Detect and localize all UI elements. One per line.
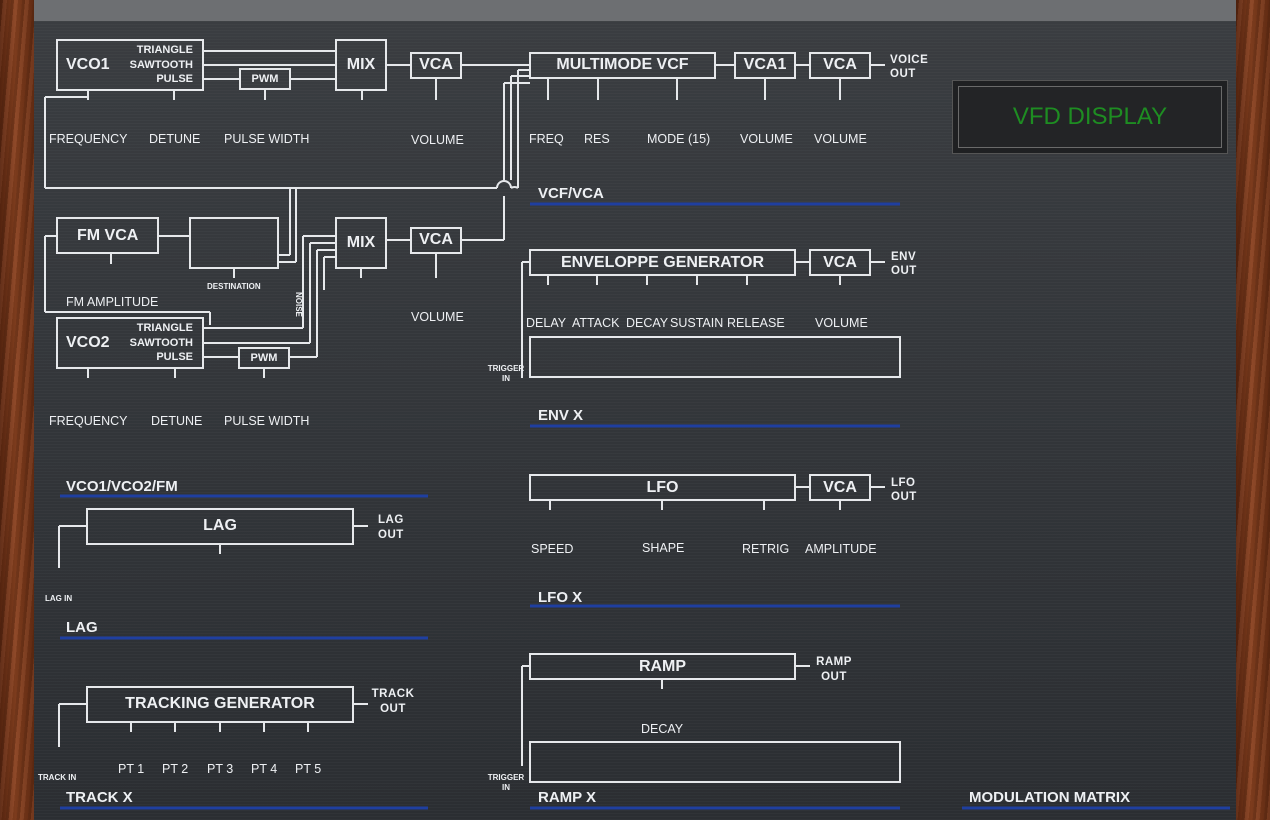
lfo-out-label: LFO OUT [891, 477, 917, 503]
vca-top-volume-label: VOLUME [411, 133, 464, 147]
vco1-detune-label: DETUNE [149, 132, 201, 146]
vco2-detune-label: DETUNE [151, 414, 203, 428]
lag-out-label: LAG OUT [378, 514, 404, 541]
vco2-pulse-label: PULSE [156, 351, 193, 363]
lfo-retrig-label: RETRIG [742, 542, 790, 556]
vca1-label: VCA1 [743, 56, 787, 73]
lfo-vca-label: VCA [823, 479, 857, 496]
vco1-frequency-label: FREQUENCY [49, 132, 128, 146]
top-bar [34, 0, 1236, 21]
fm-amplitude-label: FM AMPLITUDE [66, 295, 159, 309]
vco1-label: VCO1 [66, 56, 110, 73]
track-pt4-label: PT 4 [251, 762, 278, 776]
env-sustain-label: SUSTAIN [670, 316, 724, 330]
ramp-out-label: RAMP OUT [816, 656, 852, 683]
lfo-speed-label: SPEED [531, 542, 574, 556]
lfo-section-title: LFO X [538, 589, 583, 606]
env-trigger-label: TRIGGER IN [487, 364, 525, 383]
track-in-label: TRACK IN [38, 773, 77, 782]
vcf-label: MULTIMODE VCF [556, 56, 689, 73]
env-release-label: RELEASE [727, 316, 785, 330]
track-section-title: TRACK X [66, 789, 133, 806]
ramp-decay-label: DECAY [641, 722, 684, 736]
ramp-label: RAMP [638, 658, 687, 675]
lfo-shape-label: SHAPE [642, 541, 685, 555]
fm-vca-label: FM VCA [77, 227, 139, 244]
env-section-title: ENV X [538, 407, 584, 424]
noise-label: NOISE [294, 292, 303, 317]
lfo-amplitude-label: AMPLITUDE [805, 542, 877, 556]
vcf-mode-label: MODE (15) [647, 132, 711, 146]
lag-label: LAG [203, 517, 237, 534]
pwm2-label: PWM [250, 352, 278, 364]
voice-out-label: VOICE OUT [890, 54, 929, 80]
vca-top-label: VCA [419, 56, 453, 73]
ramp-display-box [529, 741, 901, 783]
vca-out-volume-label: VOLUME [814, 132, 867, 146]
vco-section-title: VCO1/VCO2/FM [66, 478, 178, 495]
vco1-pulse-label: PULSE [156, 73, 193, 85]
env-out-label: ENV OUT [891, 251, 917, 277]
vco2-frequency-label: FREQUENCY [49, 414, 128, 428]
wood-side-left [0, 0, 34, 820]
env-attack-label: ATTACK [572, 316, 620, 330]
track-pt2-label: PT 2 [162, 762, 189, 776]
vco2-sawtooth-label: SAWTOOTH [129, 337, 193, 349]
vca-out-label: VCA [823, 56, 857, 73]
vca-bottom-label: VCA [419, 231, 453, 248]
vca1-volume-label: VOLUME [740, 132, 793, 146]
env-volume-label: VOLUME [815, 316, 868, 330]
env-delay-label: DELAY [526, 316, 567, 330]
track-pt5-label: PT 5 [295, 762, 322, 776]
destination-label: DESTINATION [207, 282, 261, 291]
vcf-section-title: VCF/VCA [538, 185, 604, 202]
mix-top-label: MIX [346, 56, 376, 73]
vco1-sawtooth-label: SAWTOOTH [129, 59, 193, 71]
track-label: TRACKING GENERATOR [125, 695, 315, 712]
track-pt3-label: PT 3 [207, 762, 234, 776]
env-label: ENVELOPPE GENERATOR [561, 254, 764, 271]
wood-side-right [1236, 0, 1270, 820]
vcf-res-label: RES [584, 132, 610, 146]
lag-in-label: LAG IN [45, 594, 73, 603]
vco2-pulse-width-label: PULSE WIDTH [224, 414, 310, 428]
vco1-pulse-width-label: PULSE WIDTH [224, 132, 310, 146]
lfo-label: LFO [646, 479, 679, 496]
matrix-section-title: MODULATION MATRIX [969, 789, 1131, 806]
vca-bottom-volume-label: VOLUME [411, 310, 464, 324]
pwm1-label: PWM [251, 73, 279, 85]
vco2-triangle-label: TRIANGLE [136, 322, 193, 334]
ramp-section-title: RAMP X [538, 789, 597, 806]
env-vca-label: VCA [823, 254, 857, 271]
mix-bottom-label: MIX [346, 234, 376, 251]
env-display-box [529, 336, 901, 378]
vcf-freq-label: FREQ [529, 132, 564, 146]
ramp-trigger-label: TRIGGER IN [487, 773, 525, 792]
vco1-triangle-label: TRIANGLE [136, 44, 193, 56]
env-decay-label: DECAY [626, 316, 669, 330]
vfd-screen: VFD DISPLAY [958, 86, 1222, 148]
vfd-display: VFD DISPLAY [952, 80, 1228, 154]
track-pt1-label: PT 1 [118, 762, 145, 776]
track-out-label: TRACK OUT [371, 688, 415, 715]
lag-section-title: LAG [66, 619, 98, 636]
destination-box [189, 217, 279, 269]
vco2-label: VCO2 [66, 334, 110, 351]
